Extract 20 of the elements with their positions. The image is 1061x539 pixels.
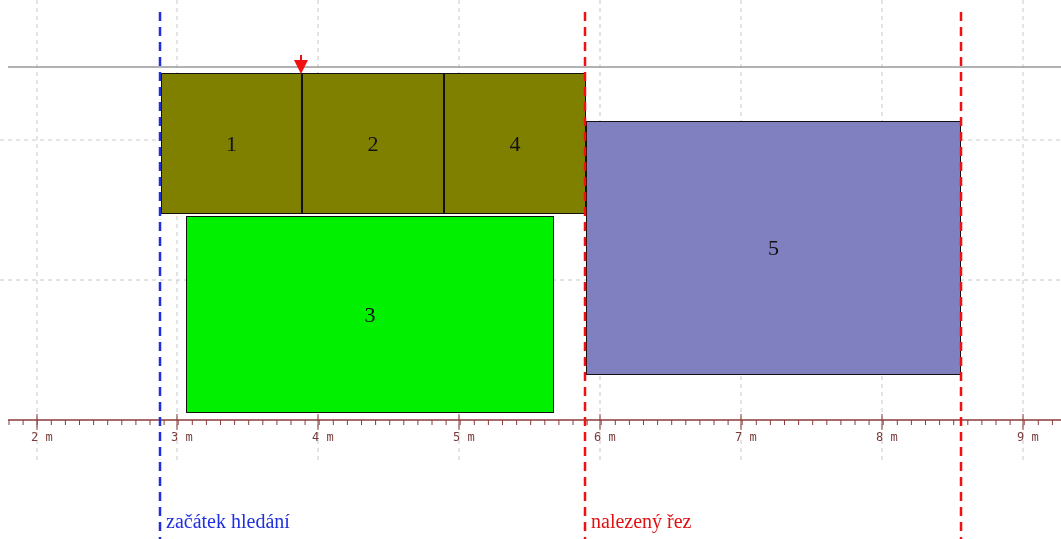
line-caption: nalezený řez	[591, 510, 692, 533]
part-rectangle	[586, 121, 961, 375]
axis-tick-label: 3 m	[171, 430, 193, 444]
part-number: 3	[364, 301, 376, 328]
part-number: 5	[768, 235, 779, 261]
part-number: 4	[509, 130, 521, 157]
axis-tick-label: 9 m	[1017, 430, 1039, 444]
part-rectangle	[444, 73, 586, 214]
part-rectangle	[302, 73, 444, 214]
axis-tick-label: 8 m	[876, 430, 898, 444]
part-rectangle	[186, 216, 554, 413]
line-caption: začátek hledání	[166, 510, 290, 533]
part-rectangle	[161, 73, 302, 214]
axis-tick-label: 7 m	[735, 430, 757, 444]
axis-tick-label: 2 m	[31, 430, 53, 444]
part-number: 2	[367, 130, 379, 157]
axis-tick-label: 6 m	[594, 430, 616, 444]
axis-tick-label: 5 m	[453, 430, 475, 444]
axis-tick-label: 4 m	[312, 430, 334, 444]
part-number: 1	[226, 130, 237, 157]
